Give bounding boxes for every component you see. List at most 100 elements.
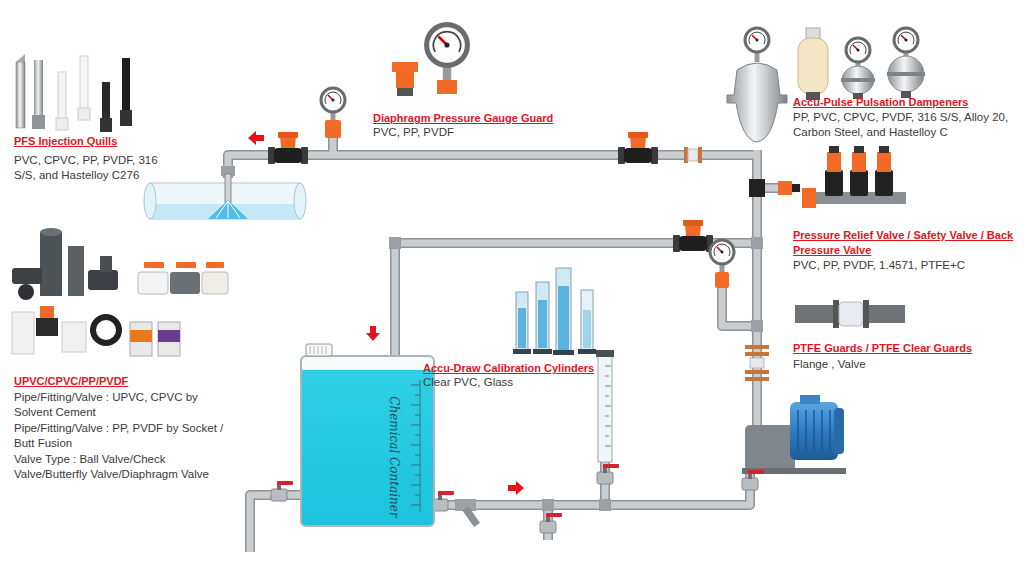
flow-arrow <box>248 131 264 145</box>
cement-can <box>130 322 152 356</box>
cylinder-liquid <box>538 300 547 348</box>
gauge-guard <box>437 80 457 94</box>
pressure-gauge <box>710 240 734 274</box>
cylinder-tube <box>556 268 571 352</box>
check-valve <box>268 132 308 164</box>
pipe-tee <box>542 499 554 511</box>
gauge-guard <box>392 62 418 88</box>
motor-terminal <box>800 395 820 404</box>
pvc-pipe <box>40 232 62 296</box>
pump-motor <box>790 402 838 460</box>
dampener-band <box>887 72 925 76</box>
quill-nut <box>78 108 90 120</box>
container-label: Chemical Container <box>387 396 401 517</box>
y-strainer-leg <box>462 507 480 527</box>
cylinder-tube <box>536 282 549 350</box>
pipe-section <box>795 305 835 323</box>
dampener-body <box>842 66 874 94</box>
valve-body <box>825 170 843 196</box>
injection-spray <box>208 200 248 219</box>
flange <box>745 345 769 349</box>
motor-fins <box>798 410 830 452</box>
flow-arrow <box>508 481 524 495</box>
valve-cap <box>829 146 839 153</box>
pressure-gauge <box>321 88 345 122</box>
valve-tee <box>802 188 816 208</box>
spray-lines <box>216 201 240 218</box>
pump-head <box>745 425 795 471</box>
pipe-tee <box>751 237 763 249</box>
ball-valve-white <box>202 272 228 294</box>
valve-handle <box>206 262 224 268</box>
product-heading: Diaphragm Pressure Gauge Guard <box>373 111 603 126</box>
pvc-fitting <box>100 256 112 272</box>
chemical-container: Chemical Container <box>300 355 435 527</box>
product-heading: PTFE Guards / PTFE Clear Guards <box>793 341 1013 356</box>
relief-valve-products <box>802 146 906 208</box>
ball-valve-grey <box>170 272 200 294</box>
pvc-fitting <box>12 268 42 284</box>
pressure-gauge <box>427 25 468 83</box>
cylinder-base <box>533 349 552 354</box>
cylinder-tube <box>516 292 528 350</box>
flange <box>698 147 702 163</box>
pvc-pipe-white <box>12 312 34 354</box>
cylinder-liquid <box>518 308 526 348</box>
dampener-body <box>888 56 924 92</box>
quill-rod <box>122 58 130 113</box>
quill-nut <box>120 110 132 126</box>
quill-rod <box>58 72 66 122</box>
valve-manifold <box>812 192 906 204</box>
product-heading: Accu-Draw Calibration Cylinders <box>423 361 643 376</box>
gauge-guard-products <box>392 25 467 96</box>
cylinder-liquid <box>558 286 569 350</box>
relief-valve <box>778 181 792 195</box>
product-spec: PP, PVC, CPVC, PVDF, 316 S/S, Alloy 20, … <box>793 110 1018 140</box>
ball-valve <box>742 470 764 490</box>
pulsation-dampener <box>727 63 787 142</box>
diaphragm-valve-body <box>36 318 58 336</box>
gasket <box>93 317 119 343</box>
y-strainer <box>455 499 476 511</box>
level-scale <box>411 380 420 512</box>
ball-valve <box>540 513 562 533</box>
pressure-gauge <box>894 28 918 62</box>
product-heading: Pressure Relief Valve / Safety Valve / B… <box>793 228 1018 258</box>
valve-handle <box>144 262 164 268</box>
product-spec: Valve Type : Ball Valve/Check Valve/Butt… <box>14 452 224 482</box>
relief-valve-tee <box>749 179 765 197</box>
gauge-guard-base <box>397 88 413 96</box>
flange <box>745 377 769 381</box>
valve-bonnet <box>827 152 841 172</box>
cement-can <box>158 322 180 356</box>
calibration-column <box>598 356 612 462</box>
valve-bonnet <box>877 152 891 172</box>
valve-body <box>875 170 893 196</box>
quill-nut <box>56 118 68 130</box>
column-scale <box>605 366 611 446</box>
cap-ridges <box>310 346 326 354</box>
pump-base <box>742 468 846 474</box>
quill-nut <box>100 118 112 132</box>
calibration-cylinder-products <box>513 268 596 355</box>
product-spec: PVC, PP, PVDF, 1.4571, PTFE+C <box>793 258 1013 273</box>
pvc-pipe <box>68 246 84 296</box>
quill-rod <box>34 60 43 118</box>
ptfe-guard-product <box>795 300 905 328</box>
product-spec: Flange , Valve <box>793 357 993 372</box>
container-cap <box>306 344 332 356</box>
dampener-products <box>798 28 925 100</box>
product-spec: Clear PVC, Glass <box>423 375 623 390</box>
product-heading: Accu-Pulse Pulsation Dampeners <box>793 95 1018 110</box>
flange <box>745 370 769 374</box>
quill-nut <box>32 115 45 129</box>
cylinder-base <box>578 349 596 354</box>
process-pipe-body <box>150 183 300 219</box>
check-valve <box>618 132 658 164</box>
flow-arrow <box>366 326 380 341</box>
pipe-end <box>294 183 306 219</box>
product-spec: Pipe/Fitting/Valve : PP, PVDF by Socket … <box>14 421 224 451</box>
